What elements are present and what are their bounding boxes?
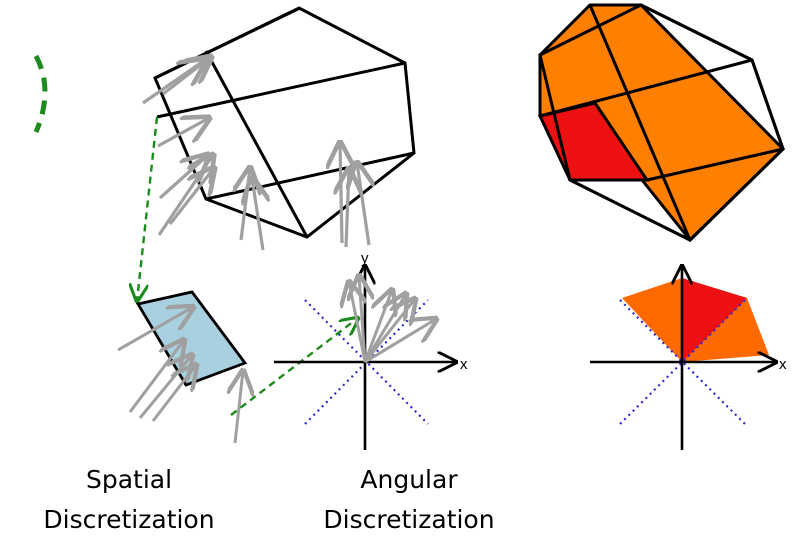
- green-dashed-connector-to-angular: [230, 318, 358, 416]
- mesh-edge: [156, 61, 406, 119]
- mesh-edge: [204, 50, 309, 238]
- angular-caption-line2: Discretization: [323, 505, 494, 534]
- spatial-caption-line2: Discretization: [43, 505, 214, 534]
- right-mesh: [537, 3, 786, 243]
- incident-rays: [142, 57, 369, 251]
- mesh-edge: [646, 147, 784, 182]
- spatial-caption-line1: Spatial: [86, 465, 172, 494]
- y-axis-label: y: [361, 250, 369, 267]
- hexagonal-domain: [153, 6, 416, 239]
- hexagon-outline: [538, 3, 785, 242]
- octant-diagonal: [304, 299, 429, 425]
- orange-region: [538, 3, 786, 243]
- angular-plot: x y: [274, 250, 468, 450]
- left-mesh: [153, 6, 416, 239]
- angular-caption-line1: Angular: [360, 465, 458, 494]
- green-dashed-arc: [33, 54, 48, 133]
- x-axis-label: x: [460, 356, 468, 373]
- red-octant: [682, 278, 747, 362]
- mesh-edge: [588, 4, 692, 241]
- green-dashed-connector-to-cell: [137, 116, 159, 301]
- angular-plot-colored: x: [590, 266, 787, 450]
- x-axis-label: x: [779, 356, 787, 373]
- direction-rays: [349, 276, 436, 364]
- cell-rays: [117, 307, 243, 444]
- mesh-edge: [539, 58, 753, 118]
